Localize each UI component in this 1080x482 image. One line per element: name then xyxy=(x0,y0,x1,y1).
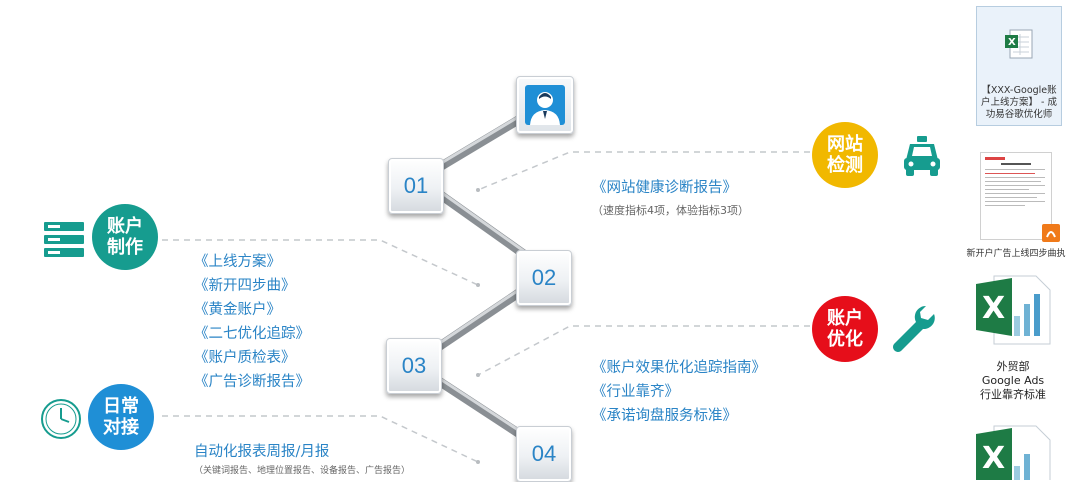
site-check-label: 网站检测 xyxy=(827,134,863,176)
pdf-file-icon xyxy=(1042,224,1060,242)
svg-text:X: X xyxy=(982,441,1005,476)
setup-doc-item[interactable]: 《账户质检表》 xyxy=(194,350,296,366)
step-node-04: 04 xyxy=(516,426,572,482)
file-thumb-1[interactable]: X 【XXX-Google账户上线方案】 - 成功易谷歌优化师 xyxy=(976,6,1062,126)
file-caption-3-line1: 外贸部 xyxy=(996,360,1030,373)
site-health-report[interactable]: 《网站健康诊断报告》 xyxy=(592,180,737,196)
step-node-02: 02 xyxy=(516,250,572,306)
user-avatar-icon xyxy=(525,85,565,125)
excel-file-icon: X xyxy=(1005,29,1033,59)
pdf-page-preview xyxy=(980,152,1052,240)
excel-file-icon: X xyxy=(976,425,1051,480)
account-setup-label: 账户制作 xyxy=(107,216,143,258)
excel-file-icon: X xyxy=(976,275,1051,345)
site-health-note: （速度指标4项，体验指标3项） xyxy=(592,204,749,217)
account-setup-badge: 账户制作 xyxy=(92,204,158,270)
wrench-icon xyxy=(893,305,935,352)
account-optimize-badge: 账户优化 xyxy=(812,296,878,362)
file-thumb-2[interactable]: 新开户广告上线四步曲执 xyxy=(966,150,1066,259)
setup-doc-item[interactable]: 《黄金账户》 xyxy=(194,302,281,318)
file-caption-3-line3: 行业靠齐标准 xyxy=(980,388,1046,401)
optimize-doc-list: 《账户效果优化追踪指南》 《行业靠齐》 《承诺询盘服务标准》 xyxy=(592,356,766,428)
setup-doc-list: 《上线方案》 《新开四步曲》 《黄金账户》 《二七优化追踪》 《账户质检表》 《… xyxy=(194,250,310,394)
daily-connect-badge: 日常对接 xyxy=(88,384,154,450)
file-thumb-3[interactable]: X 外贸部 Google Ads 行业靠齐标准 xyxy=(966,270,1060,410)
setup-doc-item[interactable]: 《广告诊断报告》 xyxy=(194,374,310,390)
dashed-connectors xyxy=(162,151,810,463)
svg-text:X: X xyxy=(1008,37,1016,48)
setup-doc-item[interactable]: 《新开四步曲》 xyxy=(194,278,296,294)
file-caption-3-line2: Google Ads xyxy=(981,374,1045,387)
account-optimize-label: 账户优化 xyxy=(827,308,863,350)
auto-report-note: （关键词报告、地理位置报告、设备报告、广告报告） xyxy=(194,466,411,476)
daily-connect-label: 日常对接 xyxy=(103,396,139,438)
file-caption-1: 【XXX-Google账户上线方案】 - 成功易谷歌优化师 xyxy=(981,85,1057,120)
step-node-03: 03 xyxy=(386,338,442,394)
car-icon xyxy=(904,136,940,176)
optimize-doc-item[interactable]: 《账户效果优化追踪指南》 xyxy=(592,360,766,376)
svg-text:X: X xyxy=(982,291,1005,326)
step-node-01: 01 xyxy=(388,158,444,214)
file-caption-2: 新开户广告上线四步曲执 xyxy=(966,249,1066,259)
setup-doc-item[interactable]: 《上线方案》 xyxy=(194,254,281,270)
list-icon xyxy=(44,222,84,257)
optimize-doc-item[interactable]: 《行业靠齐》 xyxy=(592,384,679,400)
setup-doc-item[interactable]: 《二七优化追踪》 xyxy=(194,326,310,342)
site-check-badge: 网站检测 xyxy=(812,122,878,188)
optimize-doc-item[interactable]: 《承诺询盘服务标准》 xyxy=(592,408,737,424)
user-avatar-node xyxy=(516,76,574,134)
clock-icon xyxy=(41,399,81,439)
file-thumb-4[interactable]: X xyxy=(966,420,1060,480)
auto-report-label[interactable]: 自动化报表周报/月报 xyxy=(194,444,330,460)
